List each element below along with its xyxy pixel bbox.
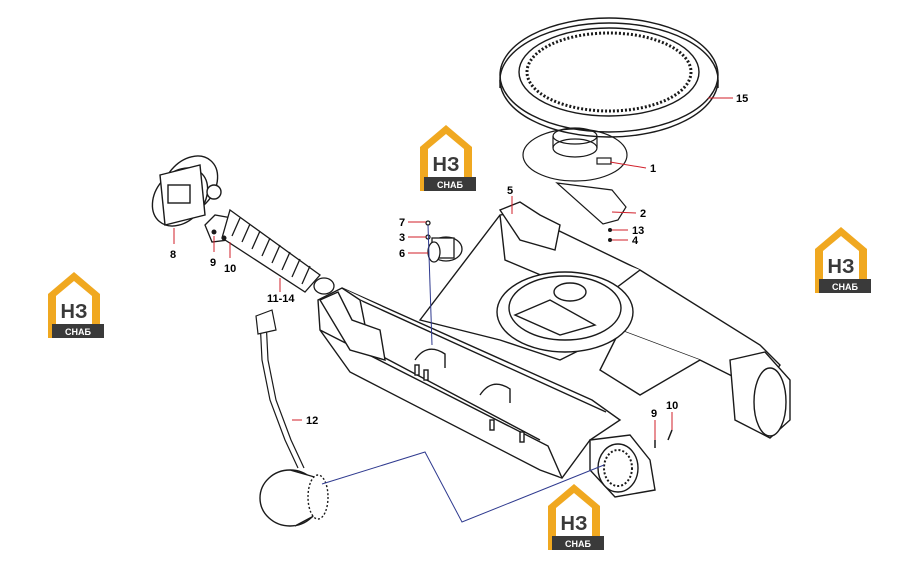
logo-mark-text: НЗ — [433, 154, 460, 176]
callout-3: 3 — [399, 232, 405, 244]
callout-7: 7 — [399, 217, 405, 229]
callout-6: 6 — [399, 248, 405, 260]
hydraulic-hose — [255, 309, 305, 469]
callout-1: 1 — [650, 163, 656, 175]
seal-disk — [522, 127, 628, 182]
callout-10-idler: 10 — [224, 263, 236, 275]
callout-11-14: 11-14 — [267, 293, 295, 305]
logo-caption-text: СНАБ — [437, 180, 463, 190]
callout-2: 2 — [640, 208, 646, 220]
callout-5: 5 — [507, 185, 513, 197]
leader-lines — [173, 97, 733, 440]
idler-wheel — [151, 155, 222, 227]
fasteners-13-4 — [608, 228, 612, 242]
watermark-logo-left: НЗ СНАБ — [48, 272, 104, 338]
fasteners-idler — [211, 229, 227, 241]
bushing-assembly — [425, 220, 463, 263]
callout-9-idler: 9 — [210, 257, 216, 269]
callout-8: 8 — [170, 249, 176, 261]
callout-9-frame: 9 — [651, 408, 657, 420]
callout-labels: 1 2 3 4 5 6 7 8 9 10 11-14 12 13 15 9 10 — [170, 93, 748, 427]
watermark-logo-top: НЗ СНАБ — [420, 125, 476, 191]
logo-caption-text: СНАБ — [65, 327, 91, 337]
track-frame — [317, 201, 791, 498]
logo-caption-text: СНАБ — [832, 282, 858, 292]
logo-mark-text: НЗ — [561, 513, 588, 535]
callout-13: 13 — [632, 225, 644, 237]
fasteners-9-10 — [654, 429, 673, 448]
logo-mark-text: НЗ — [61, 301, 88, 323]
watermark-logo-bottom: НЗ СНАБ — [548, 484, 604, 550]
connector-lines — [321, 224, 605, 523]
watermark-logo-right: НЗ СНАБ — [815, 227, 871, 293]
cover-plate — [555, 182, 627, 225]
callout-4: 4 — [632, 235, 639, 247]
recoil-spring — [204, 208, 335, 295]
callout-15: 15 — [736, 93, 748, 105]
travel-motor — [259, 469, 329, 527]
callout-12: 12 — [306, 415, 318, 427]
logo-mark-text: НЗ — [828, 256, 855, 278]
slewing-ring — [499, 17, 719, 138]
logo-caption-text: СНАБ — [565, 539, 591, 549]
callout-10-frame: 10 — [666, 400, 678, 412]
